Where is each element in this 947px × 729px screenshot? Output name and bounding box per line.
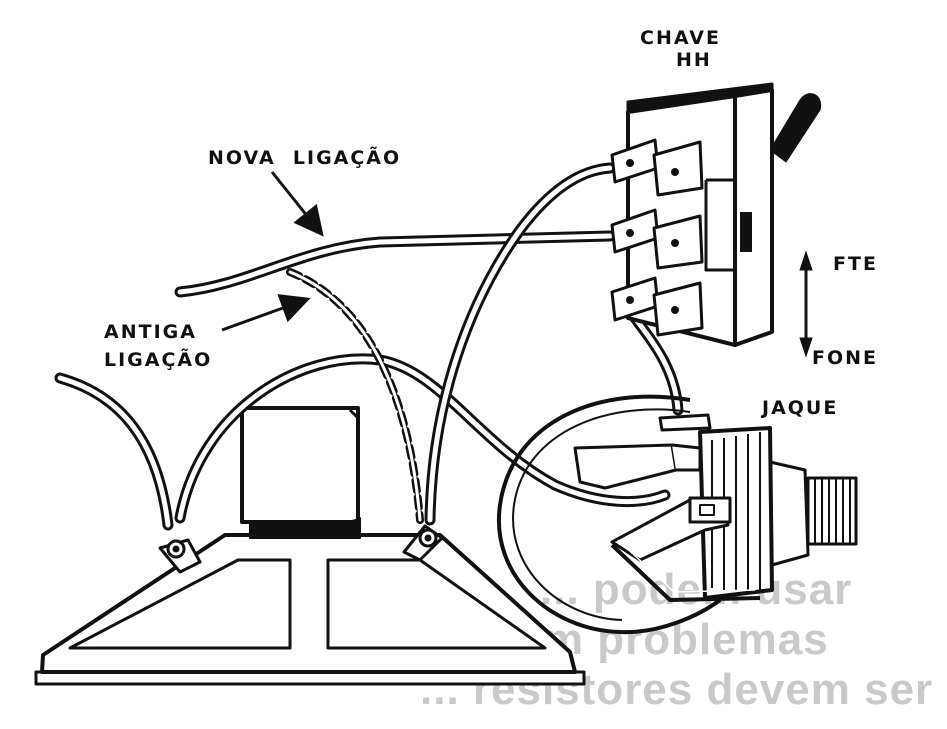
speaker-magnet (240, 406, 360, 524)
wire-left-outer (54, 372, 174, 531)
speaker-terminal-left (158, 538, 202, 574)
jack-nut (768, 460, 810, 567)
speaker-window-left (68, 558, 292, 650)
phone-jack (496, 394, 858, 635)
speaker-terminal-right (402, 524, 444, 562)
jack-ground-tab (658, 413, 712, 432)
speaker-frame (40, 533, 577, 674)
jack-spring-contact (573, 443, 678, 490)
jack-frame (496, 394, 722, 635)
arrow-old-connection (221, 294, 311, 332)
speaker (34, 406, 586, 686)
new-connection-label: NOVA LIGAÇÃO (208, 147, 402, 169)
headphone-position-label: FONE (812, 347, 879, 369)
switch-label-line2: HH (676, 49, 712, 71)
arrow-new-connection (270, 171, 324, 237)
bleed-through-line-3: ... resistores devem ser (420, 665, 934, 714)
wire-new-connection (174, 230, 616, 298)
switch-lugs (610, 138, 704, 337)
toggle-switch (610, 82, 822, 347)
jack-label: JAQUE (762, 397, 839, 419)
switch-position-arrow (799, 250, 813, 358)
speaker-window-right (326, 558, 547, 650)
old-connection-label-line1: ANTIGA (104, 321, 197, 343)
switch-lever (769, 93, 822, 163)
old-connection-label-line2: LIGAÇÃO (104, 349, 213, 371)
switch-label-line1: CHAVE (640, 27, 721, 49)
speaker-position-label: FTE (833, 253, 878, 275)
